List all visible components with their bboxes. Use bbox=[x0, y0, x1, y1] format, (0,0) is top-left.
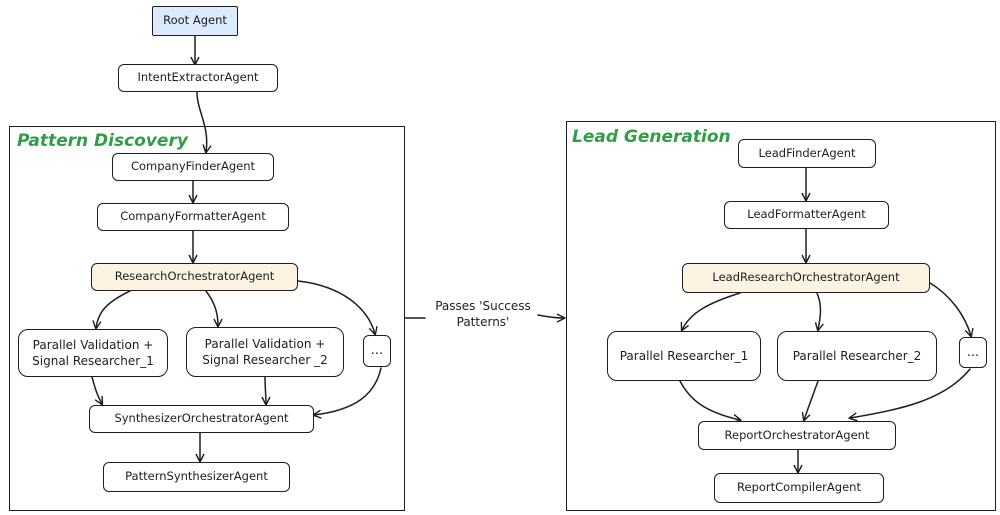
edge-leadresearch-pr1 bbox=[680, 292, 741, 332]
edge-leadresearch-pr2 bbox=[814, 292, 824, 332]
report-orchestrator-node: ReportOrchestratorAgent bbox=[698, 421, 896, 450]
parallel-researcher-1-node: Parallel Researcher_1 bbox=[607, 331, 761, 381]
synthesizer-orchestrator-node: SynthesizerOrchestratorAgent bbox=[89, 405, 314, 433]
intent-extractor-node: IntentExtractorAgent bbox=[118, 64, 278, 92]
company-finder-node: CompanyFinderAgent bbox=[112, 153, 274, 181]
root-agent-node: Root Agent bbox=[152, 6, 238, 36]
edge-passes-arrow bbox=[537, 313, 566, 323]
lead-research-orchestrator-node: LeadResearchOrchestratorAgent bbox=[682, 263, 930, 293]
edge-intent-companyfinder bbox=[196, 89, 212, 154]
edge-research-more bbox=[297, 280, 378, 336]
edge-research-pv1 bbox=[92, 290, 131, 330]
parallel-researcher-2-node: Parallel Researcher_2 bbox=[777, 331, 937, 381]
report-compiler-node: ReportCompilerAgent bbox=[714, 473, 884, 503]
edge-pr1-report bbox=[679, 380, 742, 424]
research-orchestrator-node: ResearchOrchestratorAgent bbox=[91, 263, 298, 291]
edge-more-report bbox=[848, 368, 971, 422]
company-formatter-node: CompanyFormatterAgent bbox=[97, 203, 289, 231]
parallel-validation-1-node: Parallel Validation + Signal Researcher_… bbox=[18, 329, 168, 377]
edge-pv1-synth bbox=[91, 376, 104, 406]
edge-leadresearch-more bbox=[929, 282, 974, 338]
pattern-discovery-title: Pattern Discovery bbox=[17, 131, 188, 151]
lead-finder-node: LeadFinderAgent bbox=[738, 139, 876, 168]
lead-formatter-node: LeadFormatterAgent bbox=[724, 201, 889, 229]
pattern-discovery-more-node: ... bbox=[363, 335, 391, 367]
edge-pr2-report bbox=[801, 380, 819, 422]
edge-research-pv2 bbox=[205, 290, 223, 328]
edge-pv2-synth bbox=[261, 376, 271, 406]
lead-generation-more-node: ... bbox=[959, 337, 987, 368]
passes-success-patterns-label: Passes 'Success Patterns' bbox=[435, 299, 531, 329]
parallel-validation-2-node: Parallel Validation + Signal Researcher … bbox=[186, 327, 344, 377]
lead-generation-title: Lead Generation bbox=[572, 127, 731, 147]
edge-more-synth bbox=[312, 367, 382, 419]
lead-generation-panel bbox=[566, 121, 996, 511]
pattern-synthesizer-node: PatternSynthesizerAgent bbox=[103, 462, 290, 492]
